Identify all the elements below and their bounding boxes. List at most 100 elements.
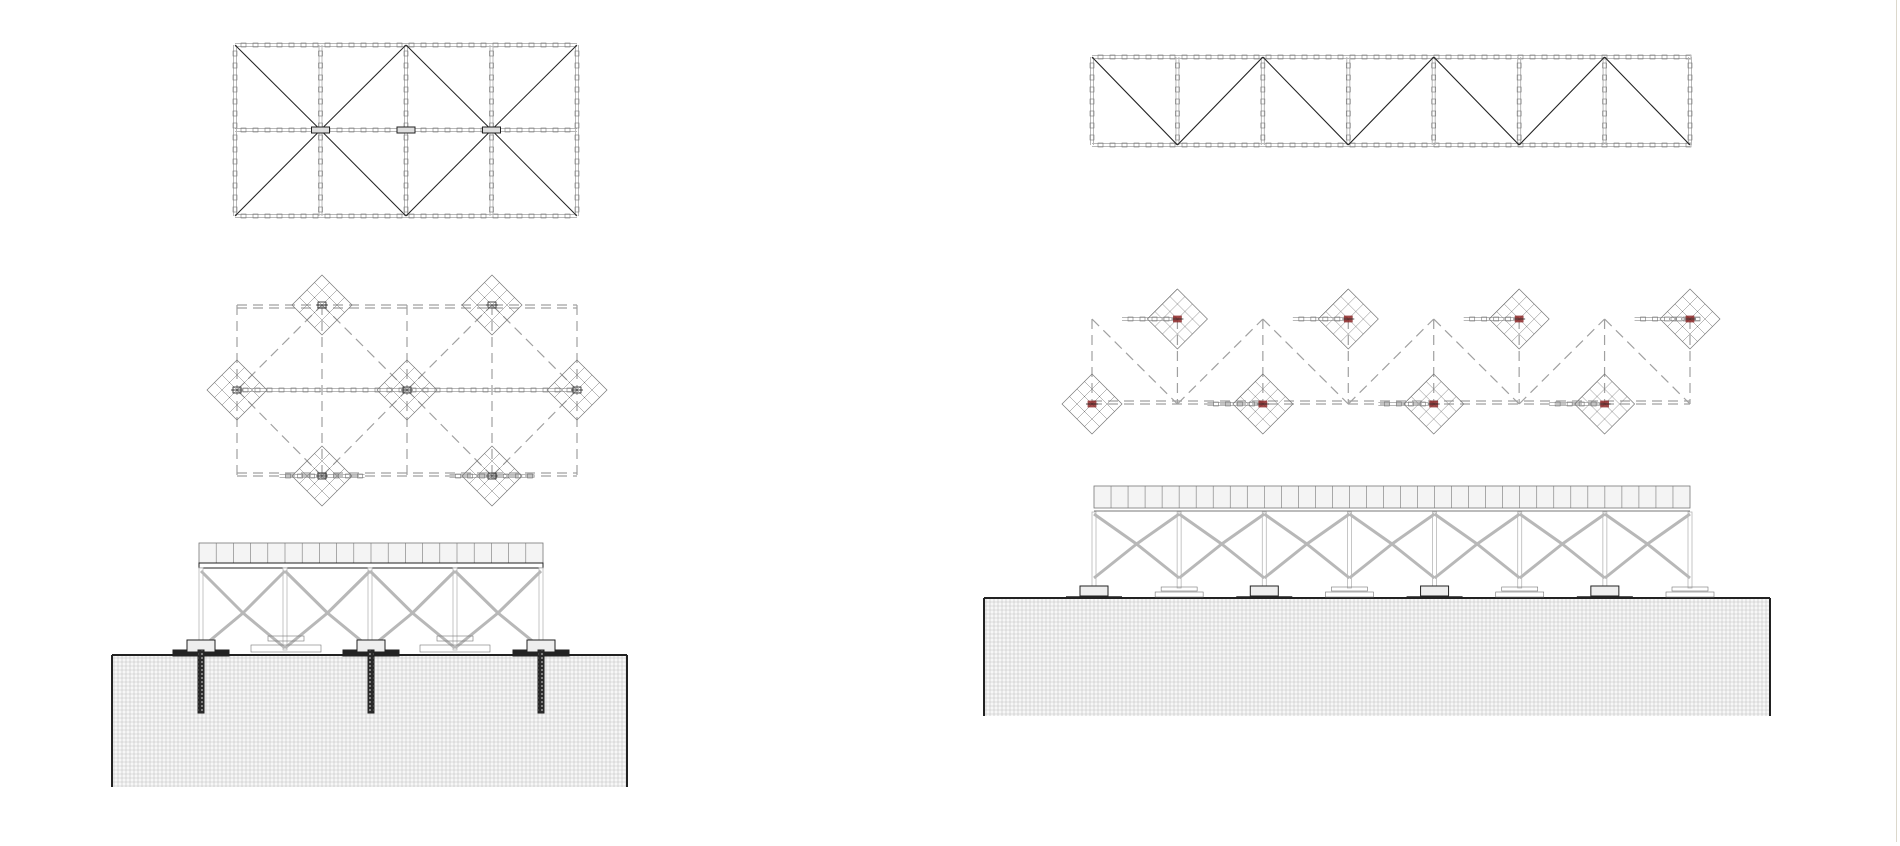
chord-bolt [1345,122,1351,129]
brace-member [1220,512,1266,546]
brace-member [411,611,456,650]
chord-bolt [1661,142,1668,148]
node-grid-line [1596,381,1628,412]
chord-bolt [372,42,379,48]
chord-bolt [1205,54,1212,60]
chord-bolt [1175,74,1180,81]
brace-diagonal [320,44,407,131]
chord-bolt [1565,54,1572,60]
chord-bolt [489,194,494,201]
chord-bolt [396,42,403,48]
top-chain [1463,316,1520,322]
connection-node [461,274,523,336]
chord-bolt [516,42,523,48]
chord-bolt [1493,316,1500,322]
chord-bolt [479,473,485,479]
node-grid-line [484,282,515,313]
dashed-diagonal [1604,318,1691,405]
chord-bolt [1589,142,1596,148]
connection-node [1659,288,1721,350]
chord-bolt [1345,86,1351,93]
chord-bolt [468,213,475,219]
chord-bolt [574,98,580,105]
chord-bolt [1213,401,1219,407]
chord-bolt [1566,401,1573,407]
chord-bolt [574,110,580,117]
chord-bolt [403,158,409,165]
node-grid-line [1426,381,1457,412]
node-outline [461,274,523,336]
chord-bolt [240,42,247,48]
node-grid-line [484,453,515,484]
chord-bolt [1337,54,1344,60]
brace-member [1391,542,1436,580]
connection-node [1061,373,1123,435]
chord-bolt [530,387,537,393]
truss-post [452,567,458,651]
footing-mark [1665,591,1715,598]
chord-bolt [254,387,261,393]
chord-bolt [1361,54,1368,60]
truss-post [1517,511,1523,589]
chord-bolt [318,158,323,165]
node-outline [1146,288,1208,350]
chord-bolt [1613,142,1620,148]
chord-bolt [1687,98,1693,105]
chord-bolt [1397,54,1404,60]
chord-bolt [1225,401,1231,407]
chord-bolt [1409,142,1416,148]
node-grid-line [314,453,345,484]
chord-bolt [552,213,559,219]
chord-bolt [1661,54,1668,60]
chord-bolt [1516,74,1522,81]
brace-diagonal [405,129,492,217]
chord-bolt [1613,54,1620,60]
chord-bolt [1289,142,1296,148]
chord-bolt [232,50,238,57]
brace-member [1305,542,1351,580]
chord-bolt [574,74,580,81]
chord-bolt [318,62,323,69]
brace-member [1603,512,1649,546]
node-grid-line [1240,381,1271,412]
chord-bolt [1601,142,1608,148]
chord-bolt [516,213,523,219]
chord-bolt [574,122,580,129]
top-chord [1092,54,1692,60]
truss-post [1176,511,1182,589]
chord-bolt [1169,54,1176,60]
pile [367,649,375,714]
chord-bolt [1602,122,1607,129]
chord-bolt [1687,134,1693,141]
chord-bolt [1301,54,1308,60]
chord-bolt [1602,62,1607,69]
node-grid-line [1069,381,1100,412]
chord-bolt [1313,142,1320,148]
chord-bolt [276,213,283,219]
node-outline [1317,288,1379,350]
left-bottom-chord-plan [206,274,608,507]
chord-bolt [336,42,343,48]
chord-bolt [1469,316,1476,322]
chord-bolt [506,387,513,393]
chord-bolt [1253,54,1260,60]
chord-bolt [403,206,409,213]
chord-bolt [1163,316,1170,322]
brace-diagonal [1518,56,1605,146]
brace-member [1476,512,1521,546]
chord-bolt [518,387,525,393]
chord-bolt [318,182,323,189]
chord-bolt [489,182,494,189]
chord-bolt [403,134,409,141]
chord-bolt [1516,122,1522,129]
chord-bolt [318,74,323,81]
truss-post [282,567,288,651]
chord-bolt [516,127,523,133]
chord-bolt [1637,54,1644,60]
chord-bolt [420,42,427,48]
chord-bolt [232,170,238,177]
chord-bolt [403,182,409,189]
node-outline [461,445,523,507]
chord-bolt [360,42,367,48]
chord-bolt [1361,142,1368,148]
